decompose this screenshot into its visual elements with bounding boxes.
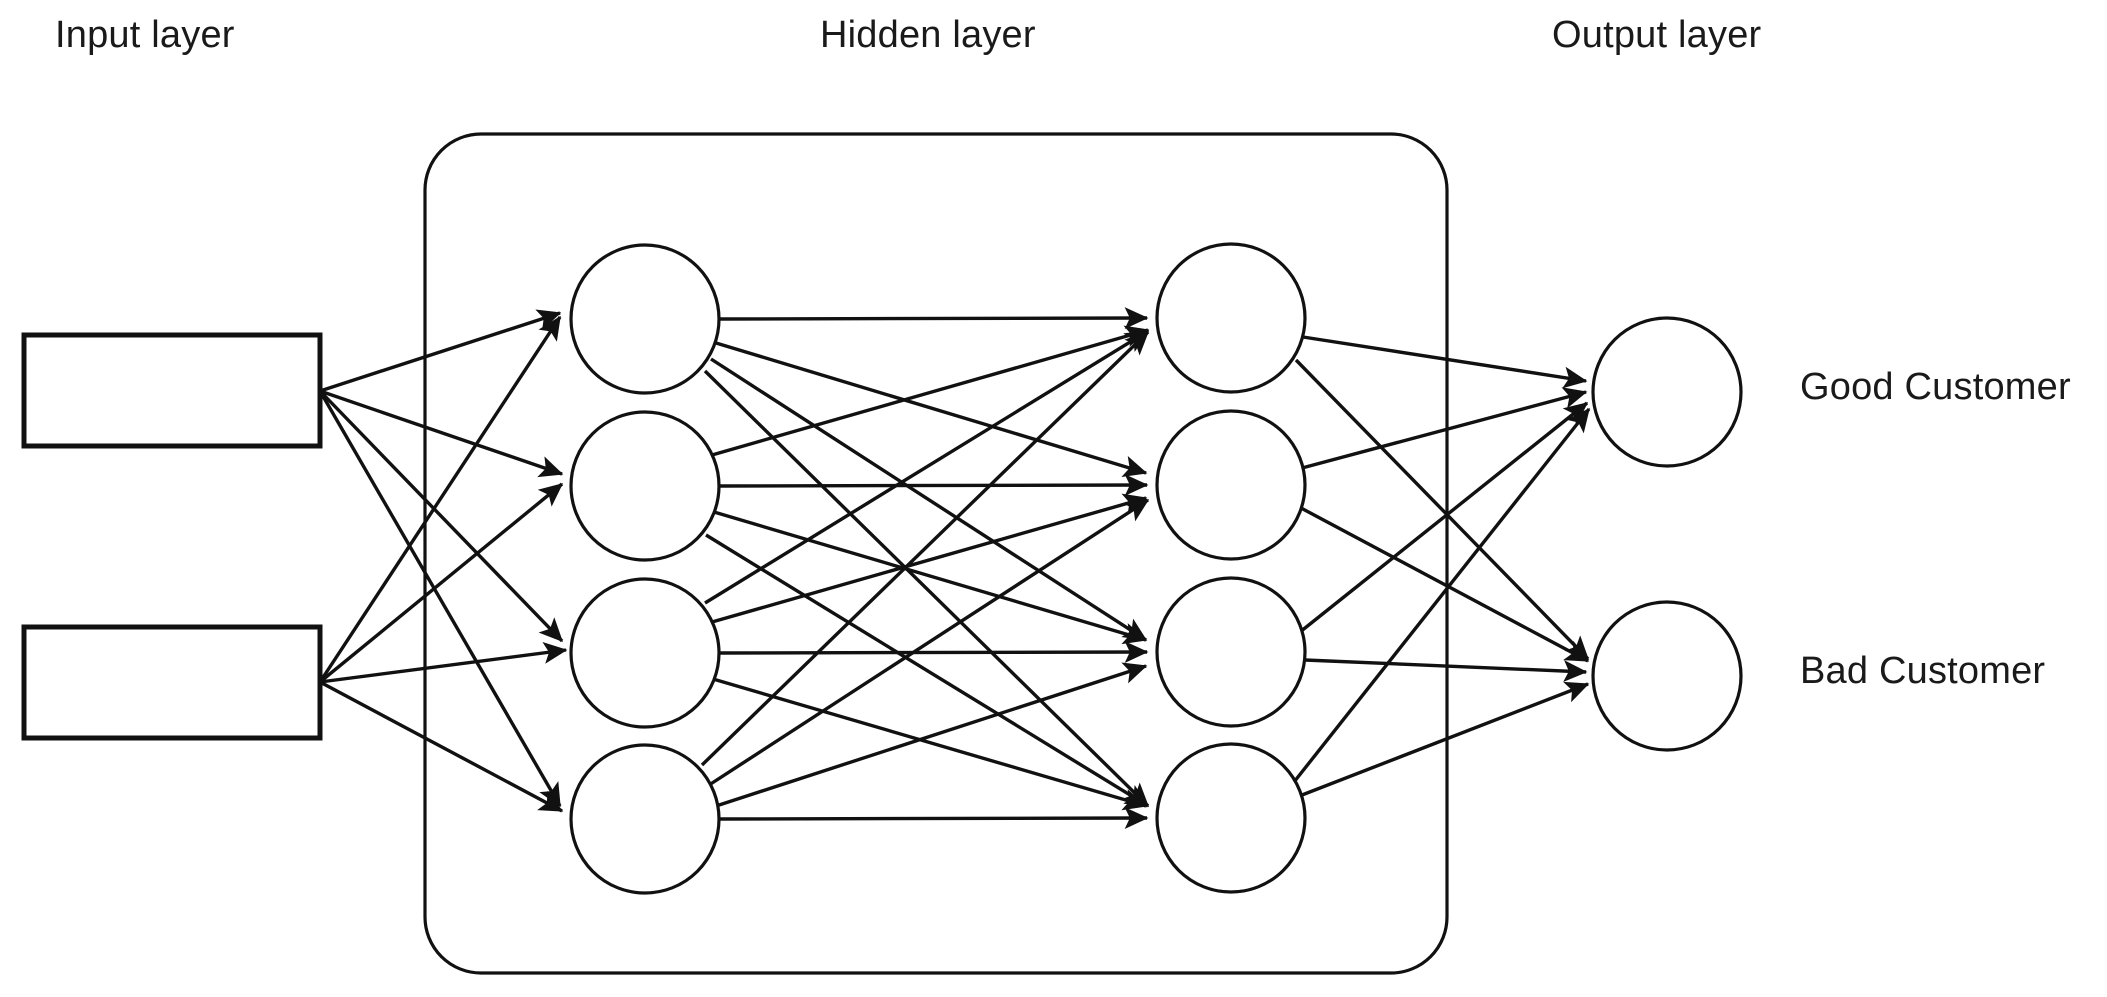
input-layer-title: Input layer (55, 14, 235, 56)
edge-h22-outgood (1301, 387, 1588, 470)
edge-h14-h23 (712, 662, 1148, 809)
hidden-node-2-4[interactable] (1155, 742, 1307, 894)
edge-h14-h24 (718, 807, 1149, 830)
edge-h21-outbad (1294, 358, 1590, 661)
edge-in2-h12 (318, 482, 564, 684)
output-node-bad-customer[interactable] (1591, 600, 1743, 752)
input-node-1[interactable] (21, 332, 323, 449)
edge-h12-h23 (713, 510, 1148, 645)
hidden-layer-column-1-nodes (569, 243, 721, 895)
edge-h14-h21 (700, 330, 1150, 767)
hidden-node-1-2[interactable] (569, 410, 721, 562)
hidden-layer-group-box (423, 132, 1449, 975)
edge-in2-h13 (319, 642, 568, 684)
edge-h13-h23 (718, 641, 1149, 664)
edges-hidden-to-hidden (700, 307, 1150, 830)
edge-h11-h21 (718, 307, 1149, 330)
edge-h12-h24 (705, 533, 1150, 808)
edge-in1-h13 (318, 389, 564, 643)
hidden-layer-title: Hidden layer (820, 14, 1036, 56)
edge-h23-outgood (1298, 401, 1589, 634)
output-label-good-customer: Good Customer (1800, 366, 2071, 408)
edge-h11-h23 (710, 357, 1148, 642)
edge-h12-h21 (711, 325, 1150, 457)
edge-h12-h22 (718, 474, 1149, 497)
hidden-node-2-3[interactable] (1155, 576, 1307, 728)
edge-h23-outbad (1304, 658, 1588, 682)
hidden-layer-column-2-nodes (1155, 242, 1307, 894)
output-layer-title: Output layer (1552, 14, 1762, 56)
edge-h14-h22 (705, 498, 1150, 789)
edge-in1-h11 (319, 309, 562, 393)
edges-input-to-hidden (318, 309, 568, 813)
hidden-node-2-2[interactable] (1155, 409, 1307, 561)
hidden-node-1-3[interactable] (569, 577, 721, 729)
hidden-node-1-1[interactable] (569, 243, 721, 395)
edge-h13-h22 (711, 493, 1148, 624)
edges-hidden-to-output (1292, 335, 1591, 797)
hidden-node-2-1[interactable] (1155, 242, 1307, 394)
hidden-node-1-4[interactable] (569, 743, 721, 895)
output-label-bad-customer: Bad Customer (1800, 650, 2046, 692)
edge-h22-outbad (1300, 506, 1590, 663)
edge-h24-outgood (1292, 407, 1591, 784)
edge-in1-h12 (319, 389, 564, 478)
edge-h21-outgood (1302, 335, 1588, 389)
edge-h13-h24 (712, 677, 1148, 811)
edge-h11-h22 (715, 341, 1148, 478)
edge-in2-h14 (319, 680, 564, 813)
edge-in1-h14 (318, 390, 562, 808)
input-node-2[interactable] (21, 624, 323, 741)
edge-in2-h11 (318, 315, 562, 683)
input-layer-nodes (21, 332, 323, 741)
edge-h24-outbad (1301, 681, 1590, 797)
edge-h13-h21 (704, 329, 1150, 605)
output-layer-nodes (1591, 316, 1743, 752)
edge-h11-h24 (703, 369, 1150, 808)
output-node-good-customer[interactable] (1591, 316, 1743, 468)
